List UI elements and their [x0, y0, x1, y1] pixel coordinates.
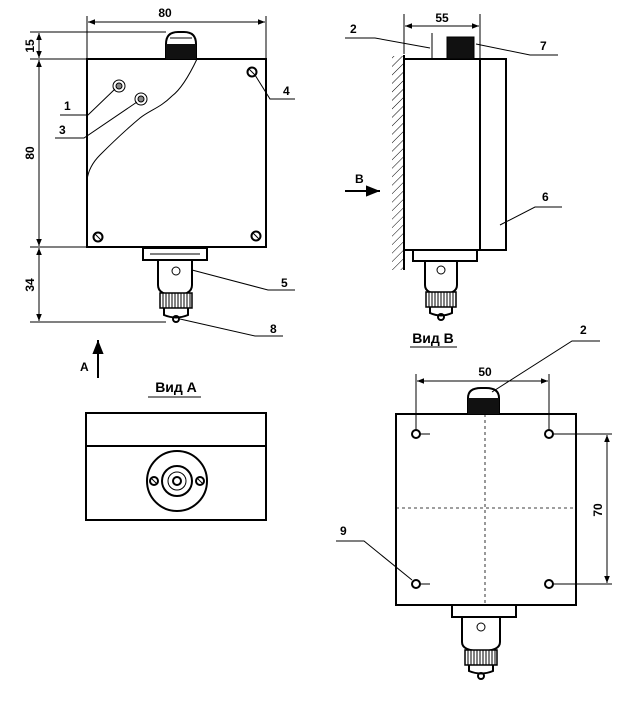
rear-dim-width: 50	[478, 365, 492, 379]
rear-body	[395, 413, 577, 606]
side-view: 55 2 7 6 B Вид В	[345, 11, 562, 348]
screw-icon	[250, 230, 262, 242]
side-view-caption: Вид В	[412, 330, 454, 346]
rear-connector	[451, 604, 517, 680]
wall-hatch	[392, 56, 404, 270]
mounting-hole-icon	[544, 579, 612, 589]
indicator-1	[112, 79, 126, 93]
side-body	[403, 58, 507, 251]
callout-8: 8	[270, 322, 277, 336]
view-a: Вид А	[85, 379, 267, 521]
rear-callout-2: 2	[580, 323, 587, 337]
side-connector	[412, 249, 478, 321]
callout-4: 4	[283, 84, 290, 98]
side-callout-2: 2	[350, 22, 357, 36]
screw-icon	[149, 476, 159, 486]
rear-top-gland	[467, 387, 500, 415]
screw-icon	[246, 66, 258, 78]
bottom-connector	[142, 247, 208, 323]
callout-3: 3	[59, 123, 66, 137]
screw-icon	[195, 476, 205, 486]
callout-1: 1	[64, 99, 71, 113]
indicator-3	[134, 92, 148, 106]
view-a-caption: Вид А	[155, 379, 197, 395]
side-callout-6: 6	[542, 190, 549, 204]
callout-5: 5	[281, 276, 288, 290]
front-view: 80 15 80 34 1 3 4 5 8 A	[23, 6, 295, 378]
side-gland-7	[446, 36, 475, 60]
side-callout-7: 7	[540, 39, 547, 53]
screw-icon	[92, 231, 104, 243]
front-dim-bottom: 34	[23, 278, 37, 292]
side-dim-width: 55	[435, 11, 449, 25]
front-dim-top: 15	[23, 39, 37, 53]
front-body	[86, 58, 267, 248]
front-dim-width: 80	[158, 6, 172, 20]
mounting-hole-icon	[411, 579, 430, 589]
cutaway-line	[86, 58, 198, 181]
top-gland	[165, 31, 197, 60]
rear-dim-height: 70	[591, 503, 605, 517]
rear-view: 50 70 2 9	[336, 323, 612, 680]
front-dim-height: 80	[23, 146, 37, 160]
arrow-label-a: A	[80, 360, 89, 374]
arrow-label-b: B	[355, 172, 364, 186]
rear-callout-9: 9	[340, 524, 347, 538]
